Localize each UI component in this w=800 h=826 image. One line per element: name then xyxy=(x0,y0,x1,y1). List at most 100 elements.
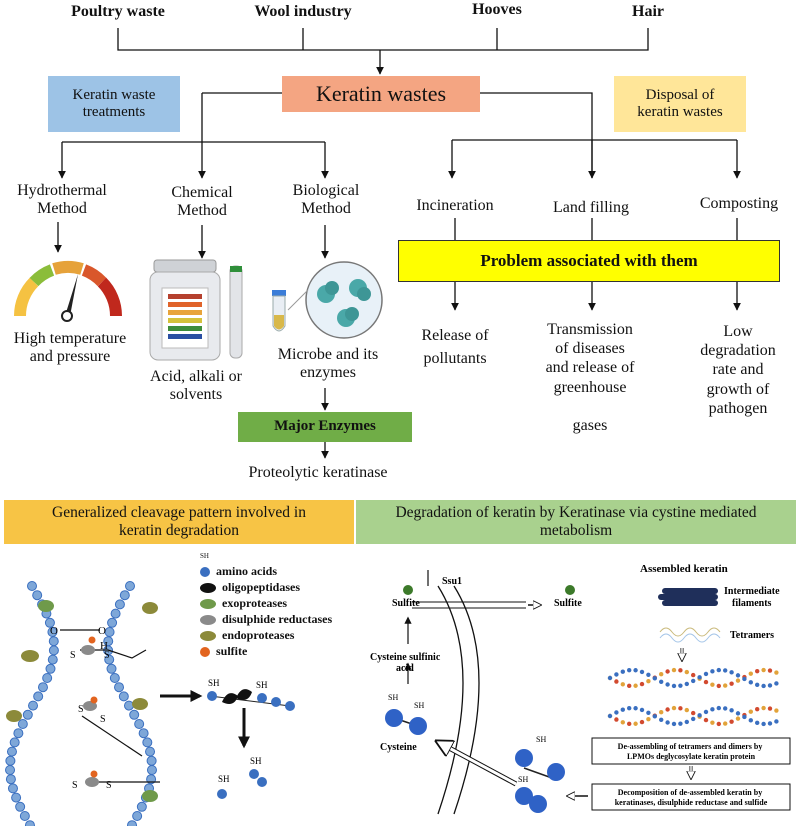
amino-acid-icon xyxy=(200,567,210,577)
helix-residue xyxy=(697,675,701,679)
amino-acid-bead xyxy=(10,738,19,747)
legend-item: amino acids xyxy=(200,564,277,579)
helix-residue xyxy=(640,682,644,686)
helix-residue xyxy=(729,670,733,674)
helix-residue xyxy=(627,684,631,688)
outcome-chemical: Acid, alkali or solvents xyxy=(126,368,266,405)
sulfite-molecule xyxy=(565,585,575,595)
helix-residue xyxy=(659,718,663,722)
helix-residue xyxy=(672,706,676,710)
helix-residue xyxy=(729,681,733,685)
helix-residue xyxy=(768,668,772,672)
helix-residue xyxy=(640,720,644,724)
amino-acid-bead xyxy=(34,692,43,701)
exoprotease-icon xyxy=(38,600,54,612)
keratin-helix-icon xyxy=(608,706,779,726)
helix-residue xyxy=(646,679,650,683)
helix-residue xyxy=(736,673,740,677)
gauge-icon xyxy=(8,256,128,336)
helix-residue xyxy=(761,706,765,710)
sulfur-label: S xyxy=(72,780,78,791)
enzyme-name: Proteolytic keratinase xyxy=(218,464,418,482)
helix-residue xyxy=(640,670,644,674)
disposal-land-filling: Land filling xyxy=(536,199,646,217)
helix-residue xyxy=(717,722,721,726)
tetramers-icon xyxy=(660,628,720,642)
amino-acid-bead xyxy=(14,729,23,738)
legend-item: exoproteases xyxy=(200,596,287,611)
helix-residue xyxy=(755,721,759,725)
sh-label: SH xyxy=(218,774,230,784)
amino-acid-bead xyxy=(49,646,58,655)
disulphide-reductase-icon xyxy=(85,777,99,787)
degradation-header: Degradation of keratin by Keratinase via… xyxy=(356,500,796,544)
helix-residue xyxy=(691,717,695,721)
helix-residue xyxy=(653,676,657,680)
amino-acid-bead xyxy=(33,591,42,600)
major-enzymes-box: Major Enzymes xyxy=(238,412,412,442)
amino-acid-bead xyxy=(6,775,15,784)
helix-residue xyxy=(749,718,753,722)
amino-acid-bead xyxy=(28,582,37,591)
amino-acid-bead xyxy=(271,697,281,707)
helix-residue xyxy=(691,673,695,677)
amino-acid-bead xyxy=(128,821,137,826)
amino-acid-bead xyxy=(147,756,156,765)
helix-residue xyxy=(755,707,759,711)
outcome-hydrothermal: High temperature and pressure xyxy=(0,330,140,367)
legend-label: oligopeptidases xyxy=(222,580,300,595)
amino-acid-bead xyxy=(146,747,155,756)
helix-residue xyxy=(678,683,682,687)
amino-acid-bead xyxy=(137,802,146,811)
endoprotease-icon xyxy=(21,650,39,662)
legend-label: exoproteases xyxy=(222,596,287,611)
decomposition-label: Decomposition of de-assembled keratin by… xyxy=(615,788,768,807)
amino-acid-bead xyxy=(207,691,217,701)
helix-residue xyxy=(749,680,753,684)
source-wool-industry: Wool industry xyxy=(238,3,368,21)
helix-residue xyxy=(646,711,650,715)
amino-acid-bead xyxy=(120,591,129,600)
source-hooves: Hooves xyxy=(447,1,547,19)
transporter-label: Ssu1 xyxy=(442,576,462,587)
amino-acid-bead xyxy=(12,793,21,802)
helix-residue xyxy=(717,684,721,688)
cystine-metabolism-figure: Ssu1 Sulfite Sulfite Cysteine sulfinic a… xyxy=(356,546,796,826)
helix-residue xyxy=(614,717,618,721)
cysteine-sulfinic-label: Cysteine sulfinic acid xyxy=(370,652,443,674)
helix-residue xyxy=(678,668,682,672)
amino-acid-bead xyxy=(126,582,135,591)
helix-residue xyxy=(627,722,631,726)
helix-residue xyxy=(621,669,625,673)
legend-label: disulphide reductases xyxy=(222,612,332,627)
helix-residue xyxy=(774,708,778,712)
helix-residue xyxy=(665,682,669,686)
disposal-composting: Composting xyxy=(684,195,794,213)
keratin-wastes-box: Keratin wastes xyxy=(282,76,480,112)
helix-residue xyxy=(621,682,625,686)
legend-label: endoproteases xyxy=(222,628,294,643)
endoprotease-icon xyxy=(142,602,158,614)
amino-acid-bead xyxy=(139,729,148,738)
helix-residue xyxy=(736,678,740,682)
helix-residue xyxy=(704,718,708,722)
amino-acid-bead xyxy=(8,784,17,793)
cysteine-sulfinic-line: Cysteine sulfinic xyxy=(370,652,441,663)
amino-acid-bead xyxy=(547,763,565,781)
helix-residue xyxy=(665,669,669,673)
amino-acid-bead xyxy=(110,674,119,683)
helix-residue xyxy=(685,720,689,724)
amino-acid-bead xyxy=(130,710,139,719)
sulfur-label: S xyxy=(106,780,112,791)
helix-residue xyxy=(608,676,612,680)
helix-residue xyxy=(755,683,759,687)
sh-label: SH xyxy=(414,701,424,710)
amino-acid-bead xyxy=(115,683,124,692)
amino-acid-bead xyxy=(38,683,47,692)
helix-residue xyxy=(774,681,778,685)
amino-acid-bead xyxy=(29,701,38,710)
amino-acid-bead xyxy=(46,664,55,673)
sulfur-label: S xyxy=(104,650,110,661)
cysteine-sulfinic-line: acid xyxy=(396,663,414,674)
